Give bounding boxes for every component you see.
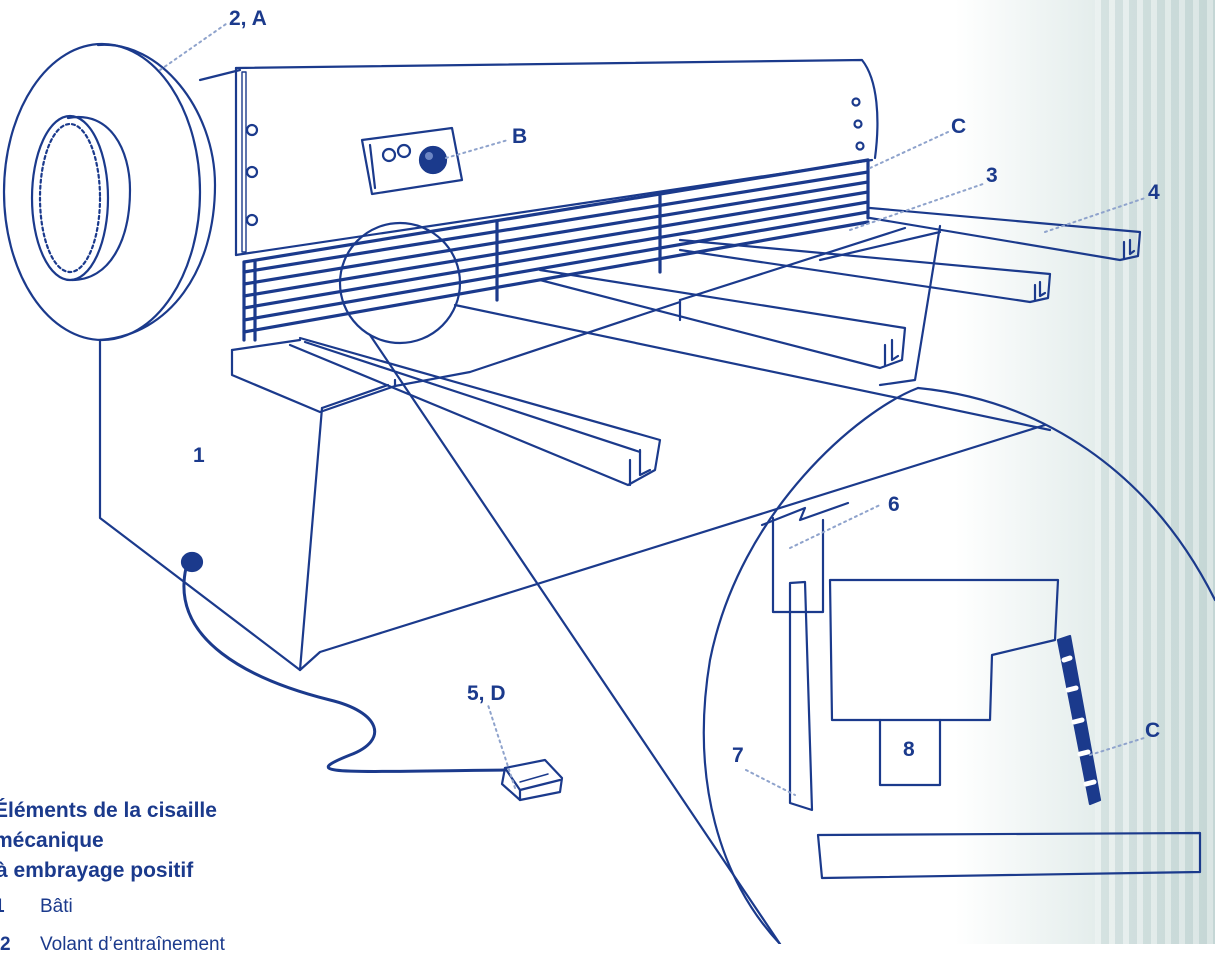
background-texture-stripes (1095, 0, 1215, 944)
magnifier (338, 221, 1215, 944)
callout-5d: 5, D (467, 682, 506, 705)
flywheel (2, 42, 242, 342)
callout-b: B (512, 125, 528, 148)
callout-2a: 2, A (229, 7, 267, 30)
legend-title-line2: à embrayage positif (0, 859, 194, 882)
machine-frame (98, 338, 1047, 672)
foot-pedal (180, 551, 564, 802)
callout-7: 7 (732, 744, 744, 767)
support-arms (288, 206, 1142, 487)
callout-1: 1 (193, 444, 205, 467)
legend-item-label: Bâti (40, 896, 73, 917)
detail-view (760, 501, 1202, 880)
callout-4: 4 (1148, 181, 1160, 204)
legend-item: 2 Volant d’entraînement (0, 928, 316, 962)
legend-item-number: 2 (0, 934, 11, 955)
background-texture (955, 0, 1215, 944)
legend-title-line1: Éléments de la cisaille mécanique (0, 799, 217, 852)
callout-c-detail: C (1145, 719, 1161, 742)
callout-c-top: C (951, 115, 967, 138)
legend: Éléments de la cisaille mécanique à embr… (0, 796, 316, 962)
callout-3: 3 (986, 164, 998, 187)
control-box (360, 126, 464, 196)
legend-item-number: 1 (0, 890, 40, 924)
leader-lines (159, 23, 1146, 796)
callout-6: 6 (888, 493, 900, 516)
callout-8: 8 (903, 738, 915, 761)
guard-grille (242, 158, 870, 342)
legend-item: 1 Bâti (0, 890, 316, 924)
legend-item-label: Volant d’entraînement (40, 934, 225, 955)
